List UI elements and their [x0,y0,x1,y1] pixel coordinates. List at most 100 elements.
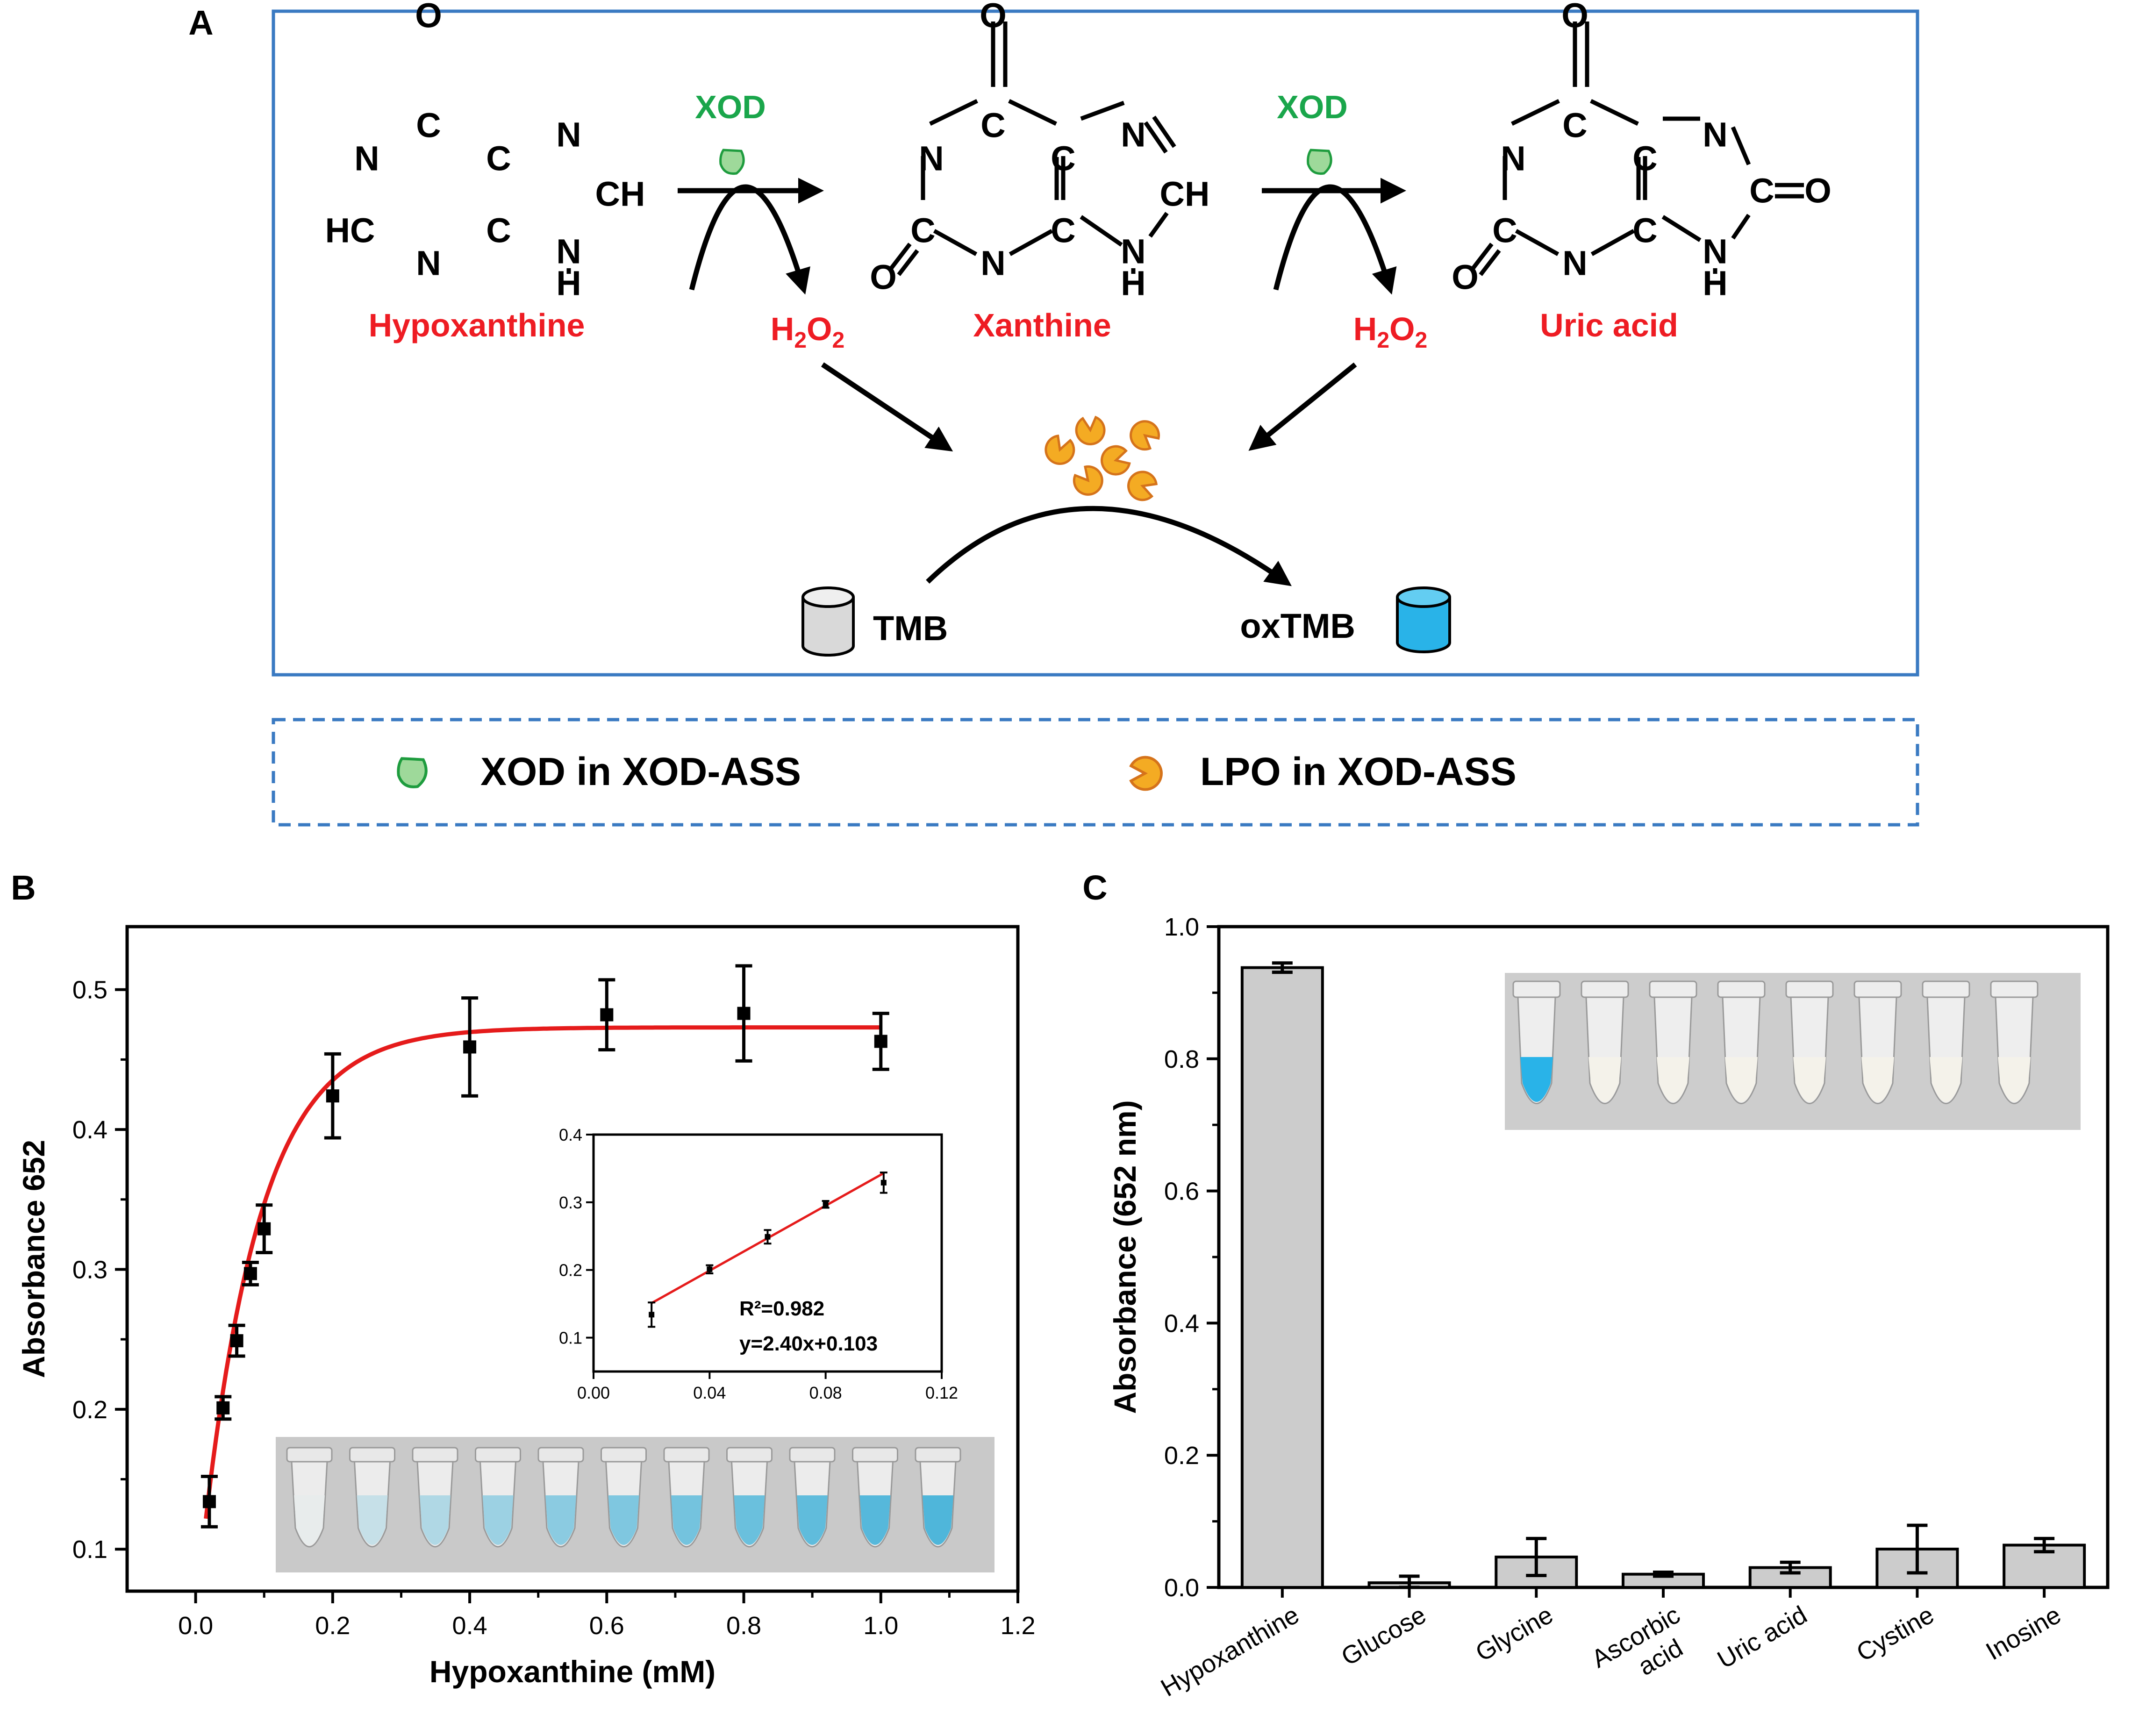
xanthine-structure: O C N C O N C C N CH N H [870,0,1209,303]
tube-cap-b [286,1447,333,1463]
tube-liquid-c [1657,1057,1689,1102]
svg-text:C: C [1051,139,1075,178]
tube-liquid-c [1930,1057,1962,1102]
inset-y-tick-label: 0.4 [559,1125,582,1144]
data-point-b [874,1035,887,1048]
x-tick-label-b: 0.0 [178,1612,213,1640]
tube-b [537,1447,584,1548]
tmb-cylinder-icon [801,586,855,657]
tube-liquid-b [420,1495,451,1545]
data-point-b [463,1040,477,1054]
tube-liquid-c [1588,1057,1621,1102]
lpo-enzyme-icon [1099,443,1131,478]
label-tmb: TMB [873,609,948,648]
tmb-conversion-arrow [926,506,1292,586]
x-tick-label-b: 1.0 [863,1612,898,1640]
tube-cap-b [852,1447,898,1463]
bar-c [1748,1566,1832,1589]
svg-text:N: N [919,139,944,178]
x-tick-label-b: 0.8 [726,1612,761,1640]
tube-c [1785,980,1834,1104]
y-tick-label-c: 1.0 [1164,913,1199,941]
legend: XOD in XOD-ASS LPO in XOD-ASS [272,718,1919,827]
tube-cap-c [1785,980,1834,998]
tube-liquid-c [1998,1057,2031,1102]
tube-liquid-c [1861,1057,1894,1102]
svg-text:C: C [1632,139,1657,178]
svg-text:O: O [1452,258,1479,297]
legend-xod-label: XOD in XOD-ASS [480,750,801,793]
tube-cap-b [915,1447,961,1463]
panel-label-a: A [188,3,213,42]
tube-cap-b [789,1447,836,1463]
plot-frame-b [125,925,1020,1593]
y-tick-label-b: 0.2 [72,1396,107,1424]
tube-c [1853,980,1902,1104]
svg-text:C: C [910,211,935,250]
reaction-arrow-1: XOD [678,89,824,295]
lpo-legend-icon [1131,757,1161,790]
lpo-enzyme-icon [1125,415,1163,454]
svg-text:N: N [1121,232,1145,271]
xod-enzyme-icon [1308,150,1331,174]
tube-cap-c [1990,980,2039,998]
svg-text:C: C [1051,211,1075,250]
x-tick-label-b: 0.4 [452,1612,487,1640]
y-tick-label-c: 0.4 [1164,1309,1199,1337]
tube-b [915,1447,961,1548]
inset-data-point [765,1234,771,1240]
xod-legend-icon [398,758,426,787]
tube-liquid-b [797,1495,828,1545]
tube-liquid-b [734,1495,765,1545]
inset-x-tick-label: 0.12 [925,1383,958,1402]
label-xod-1: XOD [695,89,766,125]
x-axis-title-b: Hypoxanthine (mM) [429,1654,715,1689]
data-point-b [243,1267,257,1280]
svg-text:C: C [1632,211,1657,250]
y-tick-label-c: 0.2 [1164,1442,1199,1470]
data-point-b [600,1008,614,1022]
tube-cap-b [601,1447,647,1463]
inset-x-tick-label: 0.08 [809,1383,842,1402]
x-tick-label-b: 0.6 [589,1612,624,1640]
x-tick-label-line: Hypoxanthine [1156,1600,1304,1702]
svg-text:N: N [556,115,581,154]
tube-liquid-c [1520,1057,1553,1102]
hypoxanthine-structure: O C N HC N C C N CH N H [325,0,645,303]
svg-text:C: C [416,106,441,145]
svg-text:CH: CH [1160,175,1210,214]
svg-text:N: N [980,244,1005,283]
tube-b [349,1447,395,1548]
tube-b [726,1447,773,1548]
y-tick-label-c: 0.0 [1164,1574,1199,1602]
tube-liquid-b [608,1495,639,1545]
x-tick-label-c: Ascorbicacid [1587,1600,1700,1699]
tube-liquid-b [859,1495,891,1545]
tube-c [1990,980,2039,1104]
oxtmb-cylinder-icon [1396,586,1451,653]
tube-photo-c [1505,973,2081,1130]
x-tick-label-c: Uric acid [1713,1600,1812,1674]
tube-cap-c [1717,980,1766,998]
svg-text:O: O [980,0,1007,35]
label-xanthine: Xanthine [973,307,1111,343]
y-axis-title-b: Absorbance 652 [16,1140,51,1378]
lpo-cluster [1042,415,1163,503]
inset-y-tick-label: 0.2 [559,1261,582,1280]
svg-text:O: O [415,0,442,35]
data-point-b [230,1334,243,1348]
tube-cap-b [726,1447,773,1463]
fit-curve-b [204,1025,881,1519]
tube-b [412,1447,458,1548]
svg-text:HC: HC [325,211,375,250]
legend-lpo-label: LPO in XOD-ASS [1200,750,1517,793]
tube-cap-c [1649,980,1697,998]
svg-text:N: N [556,232,581,271]
x-tick-label-c: Inosine [1981,1600,2066,1665]
lpo-enzyme-icon [1069,462,1108,500]
svg-text:O: O [1561,0,1588,35]
bar-c [1240,966,1324,1589]
tube-c [1922,980,1970,1104]
